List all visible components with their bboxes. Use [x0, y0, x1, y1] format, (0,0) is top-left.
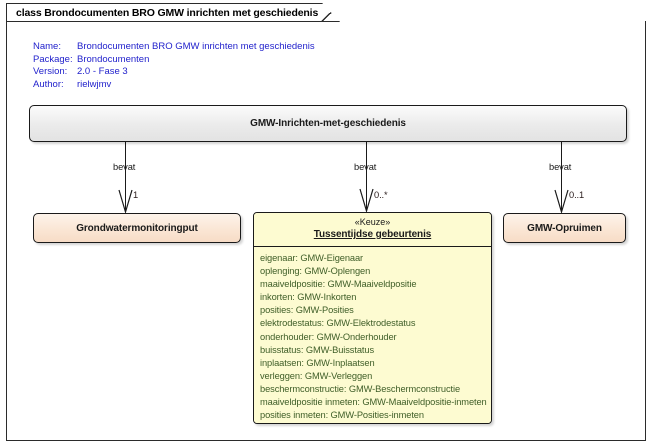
class-box-gmw-opruimen[interactable]: GMW-Opruimen — [503, 213, 626, 243]
class-attribute: beschermconstructie: GMW-Beschermconstru… — [260, 383, 461, 394]
connector-multiplicity-right: 0..1 — [569, 190, 585, 200]
metadata-row-version: Version: 2.0 - Fase 3 — [33, 66, 315, 79]
class-attribute: maaiveldpositie: GMW-Maaiveldpositie — [260, 279, 417, 290]
class-attribute: posities: GMW-Posities — [260, 305, 354, 316]
class-attribute: verleggen: GMW-Verleggen — [260, 370, 373, 381]
diagram-metadata: Name: Brondocumenten BRO GMW inrichten m… — [33, 41, 315, 91]
connector-multiplicity-left: 1 — [133, 190, 139, 200]
connector-label-center: bevat — [354, 162, 377, 172]
diagram-frame-tab: class Brondocumenten BRO GMW inrichten m… — [6, 3, 340, 22]
metadata-row-package: Package: Brondocumenten — [33, 54, 315, 67]
metadata-label-name: Name: — [33, 41, 61, 52]
class-name-grondwatermonitoringput: Grondwatermonitoringput — [76, 222, 198, 234]
class-header-tussentijdse-gebeurtenis: «Keuze» Tussentijdse gebeurtenis — [254, 213, 491, 247]
metadata-value-version: 2.0 - Fase 3 — [77, 66, 128, 78]
class-attribute: inkorten: GMW-Inkorten — [260, 292, 357, 303]
class-box-grondwatermonitoringput[interactable]: Grondwatermonitoringput — [33, 213, 241, 243]
diagram-frame-tab-shape: class Brondocumenten BRO GMW inrichten m… — [6, 3, 340, 22]
class-attribute: oplenging: GMW-Oplengen — [260, 266, 371, 277]
class-attribute: elektrodestatus: GMW-Elektrodestatus — [260, 318, 416, 329]
diagram-title: class Brondocumenten BRO GMW inrichten m… — [16, 6, 319, 19]
metadata-row-name: Name: Brondocumenten BRO GMW inrichten m… — [33, 41, 315, 54]
class-attribute: posities inmeten: GMW-Posities-inmeten — [260, 410, 424, 421]
class-attribute: eigenaar: GMW-Eigenaar — [260, 253, 364, 263]
metadata-label-version: Version: — [33, 66, 68, 78]
class-attribute-list: eigenaar: GMW-Eigenaar oplenging: GMW-Op… — [254, 247, 491, 423]
class-attribute: maaiveldpositie inmeten: GMW-Maaiveldpos… — [260, 397, 487, 408]
metadata-value-author: rielwjmv — [77, 78, 112, 90]
connector-label-right: bevat — [549, 162, 572, 172]
connector-label-left: bevat — [113, 162, 136, 172]
diagram-frame-body — [6, 21, 646, 441]
metadata-row-author: Author: rielwjmv — [33, 79, 315, 92]
metadata-value-name: Brondocumenten BRO GMW inrichten met ges… — [77, 41, 315, 52]
metadata-value-package: Brondocumenten — [77, 53, 150, 65]
metadata-label-package: Package: — [33, 53, 73, 65]
class-stereotype: «Keuze» — [354, 217, 391, 227]
class-attribute: buisstatus: GMW-Buisstatus — [260, 344, 374, 355]
class-name-root: GMW-Inrichten-met-geschiedenis — [250, 118, 406, 129]
class-name-tussentijdse-gebeurtenis: Tussentijdse gebeurtenis — [313, 229, 432, 240]
class-box-gmw-inrichten-met-geschiedenis[interactable]: GMW-Inrichten-met-geschiedenis — [29, 105, 627, 142]
class-attribute: inplaatsen: GMW-Inplaatsen — [260, 357, 375, 368]
metadata-label-author: Author: — [33, 78, 64, 90]
connector-multiplicity-center: 0..* — [374, 190, 388, 200]
class-box-tussentijdse-gebeurtenis[interactable]: «Keuze» Tussentijdse gebeurtenis eigenaa… — [253, 212, 492, 424]
class-attribute: onderhouder: GMW-Onderhouder — [260, 331, 397, 342]
class-name-gmw-opruimen: GMW-Opruimen — [527, 222, 602, 234]
